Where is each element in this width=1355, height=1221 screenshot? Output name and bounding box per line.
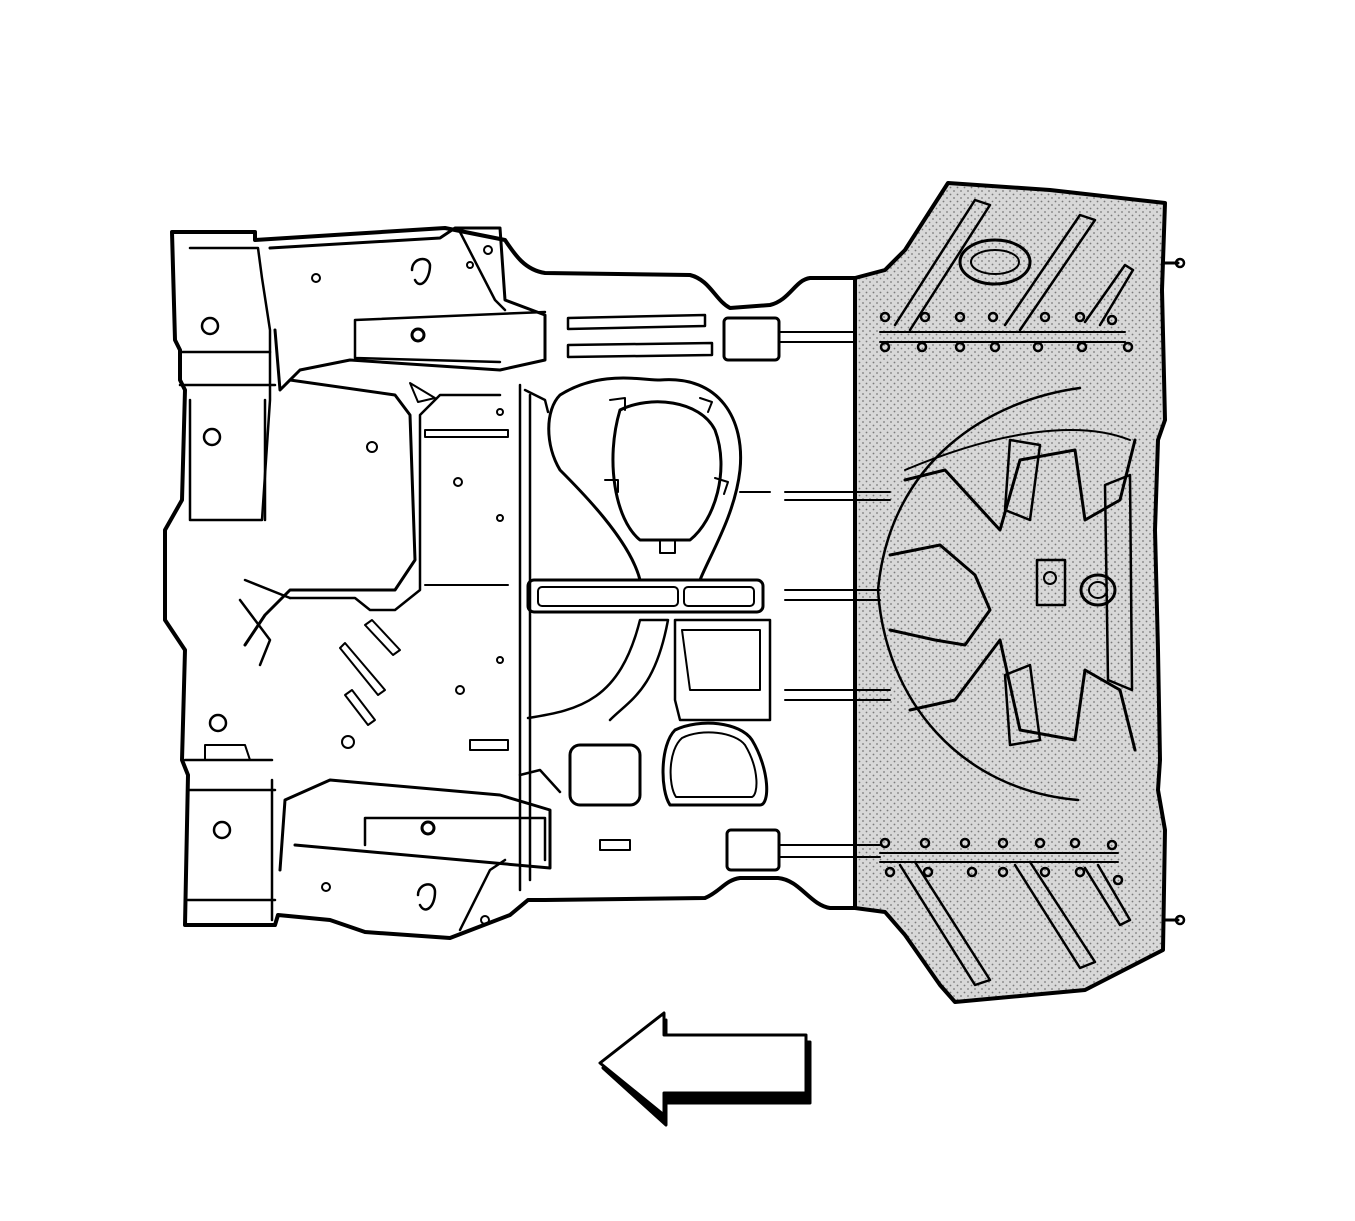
front-floor-pan <box>163 226 891 940</box>
arrow-left-icon <box>598 1011 812 1127</box>
rear-floor-panel <box>853 181 1186 1004</box>
